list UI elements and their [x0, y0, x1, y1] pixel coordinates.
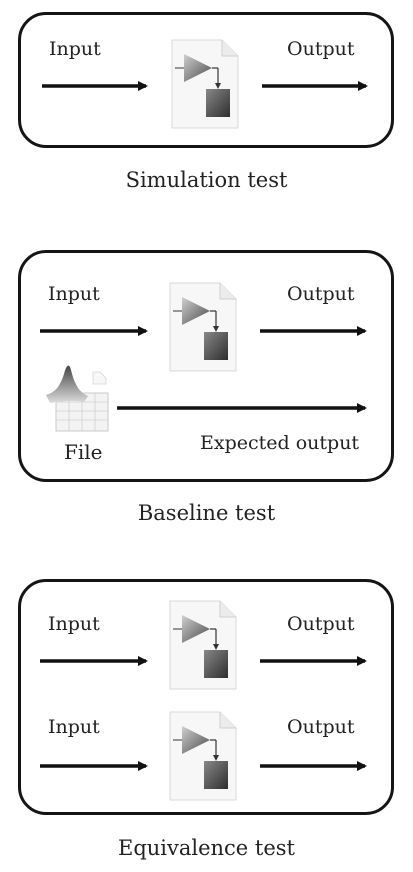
equivalence-test-caption: Equivalence test: [117, 836, 295, 860]
simulation-output-label: Output: [287, 38, 355, 60]
simulation-test-caption: Simulation test: [125, 168, 288, 192]
file-label: File: [64, 440, 103, 464]
model-file-icon: [169, 711, 237, 801]
spreadsheet-file-icon: [46, 365, 109, 432]
simulation-input-label: Input: [49, 38, 101, 60]
baseline-test-panel: [18, 250, 394, 482]
equivalence-row1-output-label: Output: [287, 613, 355, 635]
model-file-icon: [171, 39, 239, 129]
baseline-output-label: Output: [287, 283, 355, 305]
equivalence-row2-input-label: Input: [48, 716, 100, 738]
baseline-input-label: Input: [48, 283, 100, 305]
model-file-icon: [169, 282, 237, 372]
equivalence-row1-input-label: Input: [48, 613, 100, 635]
baseline-test-caption: Baseline test: [137, 501, 276, 525]
expected-output-label: Expected output: [200, 432, 360, 454]
equivalence-row2-output-label: Output: [287, 716, 355, 738]
simulation-test-panel: [18, 12, 394, 148]
model-file-icon: [169, 600, 237, 690]
equivalence-test-panel: [18, 579, 394, 815]
